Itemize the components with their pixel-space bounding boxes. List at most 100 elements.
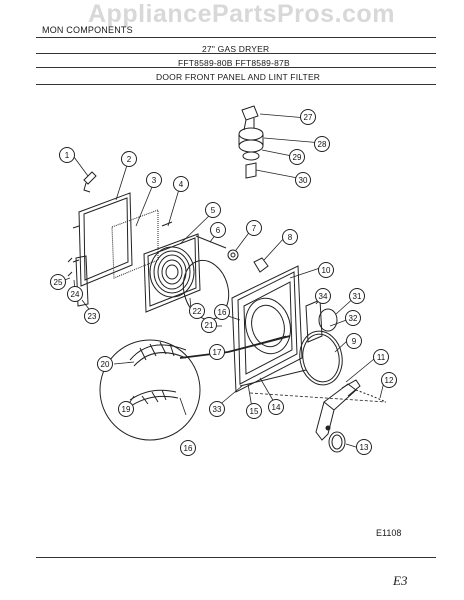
callout-number: 4 [179,180,184,189]
callout-number: 9 [352,337,357,346]
footer-rule [36,557,436,558]
callout-13: 13 [356,439,372,455]
callout-21: 21 [201,317,217,333]
callout-30: 30 [295,172,311,188]
section-title: DOOR FRONT PANEL AND LINT FILTER [156,72,321,82]
callout-number: 8 [288,233,293,242]
callout-16: 16 [214,304,230,320]
callout-2: 2 [121,151,137,167]
callout-circle [246,403,262,419]
callout-number: 27 [304,113,313,122]
callout-9: 9 [346,333,362,349]
callout-4: 4 [173,176,189,192]
callout-number: 25 [54,278,63,287]
callout-number: 11 [377,353,386,362]
callout-circle [97,356,113,372]
callout-circle [180,440,196,456]
callout-circle [118,401,134,417]
callout-16: 16 [180,440,196,456]
callout-number: 21 [205,321,214,330]
callout-7: 7 [246,220,262,236]
callout-circle [289,149,305,165]
callout-circle [373,349,389,365]
callout-circle [209,401,225,417]
detail-zoom-circle [99,339,201,441]
door-liner-part [111,209,159,279]
callout-circle [314,136,330,152]
callout-number: 15 [250,407,259,416]
callout-31: 31 [349,288,365,304]
callout-circle [345,310,361,326]
callout-number: 30 [299,176,308,185]
callout-number: 5 [211,206,216,215]
lint-filter-assembly-part [238,105,264,179]
callout-number: 14 [272,403,281,412]
callout-circle [50,274,66,290]
page-mark: E3 [393,573,408,588]
grommet-part [328,431,346,453]
callout-circle [318,262,334,278]
callout-circle [356,439,372,455]
callout-number: 23 [88,312,97,321]
callout-11: 11 [373,349,389,365]
callout-20: 20 [97,356,113,372]
callout-24: 24 [67,286,83,302]
callout-14: 14 [268,399,284,415]
callout-number: 3 [152,176,157,185]
door-latch-part [253,257,269,273]
callout-19: 19 [118,401,134,417]
header-rule-3 [36,84,436,85]
callout-circle [246,220,262,236]
watermark: AppliancePartsPros.com [88,0,395,28]
door-inner-panel-part [143,233,201,313]
callout-circle [146,172,162,188]
callout-8: 8 [282,229,298,245]
callout-25: 25 [50,274,66,290]
callout-circle [282,229,298,245]
callout-6: 6 [210,222,226,238]
product-title: 27" GAS DRYER [202,44,270,54]
callout-circle [300,109,316,125]
callout-number: 16 [184,444,193,453]
hinge-clip-part [83,171,97,193]
callout-3: 3 [146,172,162,188]
front-panel-part [231,265,303,393]
lint-duct-part [315,379,361,441]
callout-1: 1 [59,147,75,163]
callout-22: 22 [189,303,205,319]
callout-number: 31 [353,292,362,301]
callout-32: 32 [345,310,361,326]
callout-29: 29 [289,149,305,165]
callout-circle [349,288,365,304]
callout-number: 20 [101,360,110,369]
callout-circle [210,222,226,238]
callout-circle [173,176,189,192]
callout-number: 33 [213,405,222,414]
callout-circle [84,308,100,324]
callout-circle [268,399,284,415]
callout-number: 1 [65,151,70,160]
callout-number: 6 [216,226,221,235]
callout-33: 33 [209,401,225,417]
door-seal-part [161,221,173,227]
bracket-part [305,299,323,343]
callout-number: 29 [293,153,302,162]
header-rule-top [36,37,436,38]
callout-circle [201,317,217,333]
callout-12: 12 [381,372,397,388]
callout-number: 34 [319,292,328,301]
callout-number: 22 [193,307,202,316]
callout-number: 17 [213,348,222,357]
bearing-part [318,308,338,332]
callout-23: 23 [84,308,100,324]
callout-circle [209,344,225,360]
callout-number: 24 [71,290,80,299]
callout-circle [205,202,221,218]
callout-number: 2 [127,155,132,164]
callout-5: 5 [205,202,221,218]
callout-15: 15 [246,403,262,419]
door-outer-panel-part [72,192,133,287]
